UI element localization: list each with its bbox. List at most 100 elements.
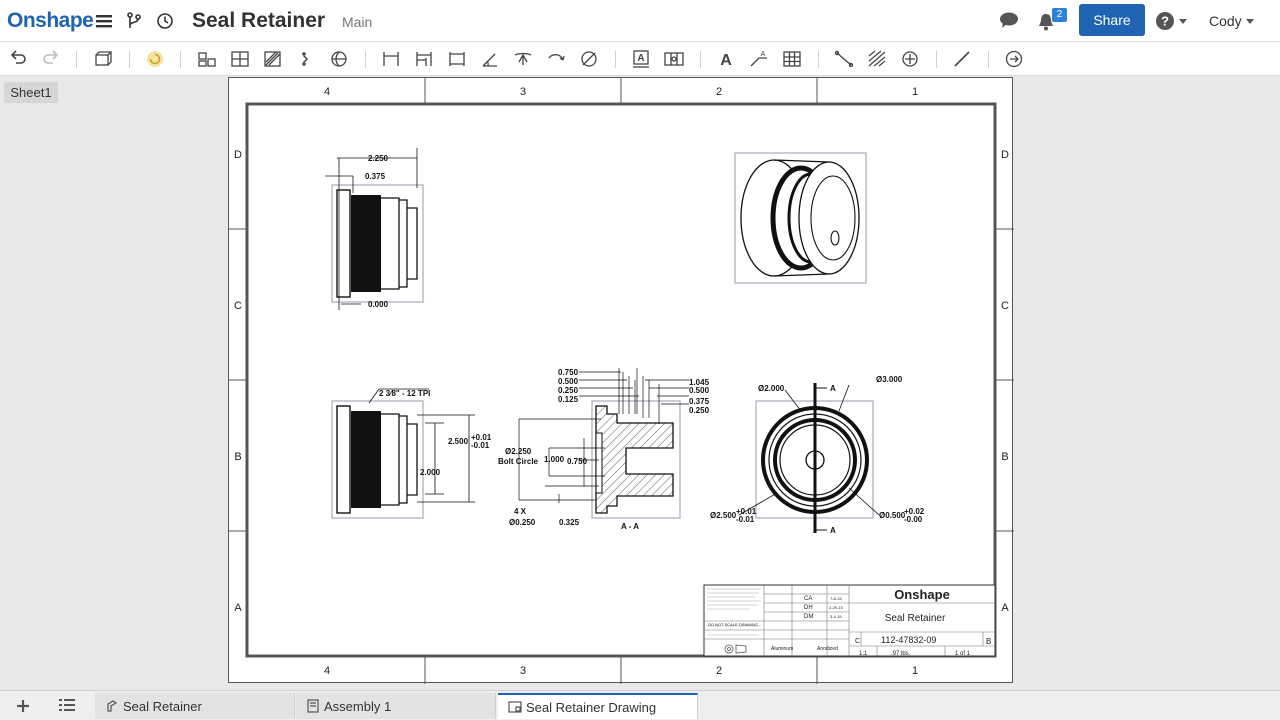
regenerate-icon[interactable]: [144, 49, 166, 69]
svg-text:A: A: [761, 51, 766, 58]
drawing-canvas: 4 3 2 1 4 3 2 1 D C B A D C B A 2.250 0.…: [229, 78, 1014, 684]
centermark-icon[interactable]: [899, 49, 921, 69]
dim-dia-0500: Ø0.500: [879, 511, 906, 520]
help-icon[interactable]: ?: [1155, 11, 1189, 31]
part-studio-icon: [107, 700, 118, 712]
title-block-drawn: CA: [804, 596, 812, 602]
svg-text:A: A: [637, 53, 644, 64]
svg-text:A: A: [720, 52, 732, 68]
top-bar: Onshape Seal Retainer Main 2 Share ? Cod…: [0, 0, 1280, 42]
toolbar-separator: [818, 51, 819, 68]
zone-label-top-2: 2: [716, 86, 722, 98]
zone-label-left-b: B: [234, 451, 241, 463]
chevron-down-icon: [1245, 18, 1254, 24]
front-view[interactable]: 2 3⁄8" - 12 TPI 2.500 +0.01 -0.01 2.000: [331, 388, 492, 519]
zone-label-right-c: C: [1001, 300, 1009, 312]
title-block-checked: DH: [804, 605, 813, 611]
dim-0375-right: 0.375: [689, 397, 710, 406]
zone-label-bottom-1: 1: [912, 665, 918, 677]
tab-assembly[interactable]: Assembly 1: [296, 693, 496, 719]
callout-icon[interactable]: A: [748, 49, 770, 69]
title-block-size: C: [855, 638, 860, 645]
add-tab-plus-icon[interactable]: [12, 696, 34, 716]
chevron-down-icon: [1179, 18, 1187, 24]
side-view-top[interactable]: 2.250 0.375 0.000: [325, 148, 424, 310]
tol-minus-2500: -0.01: [736, 515, 755, 524]
share-button[interactable]: Share: [1079, 4, 1145, 36]
user-name: Cody: [1209, 13, 1242, 29]
bottom-tab-bar: Seal Retainer Assembly 1 Seal Retainer D…: [0, 690, 1280, 720]
zone-label-bottom-2: 2: [716, 665, 722, 677]
tab-list-icon[interactable]: [58, 697, 80, 715]
dim-dia-3000: Ø3.000: [876, 375, 903, 384]
dim-0750-inner: 0.750: [567, 457, 588, 466]
dim-0500-left: 0.500: [558, 377, 579, 386]
break-view-icon[interactable]: [295, 49, 317, 69]
diameter-dimension-icon[interactable]: [578, 49, 600, 69]
toolbar-separator: [129, 51, 130, 68]
history-clock-icon[interactable]: [156, 11, 176, 31]
undo-icon[interactable]: [7, 49, 29, 69]
title-block-weight: .97 lbs.: [891, 651, 911, 657]
toolbar-separator: [180, 51, 181, 68]
export-icon[interactable]: [1003, 49, 1025, 69]
zone-label-left-c: C: [234, 300, 242, 312]
comments-icon[interactable]: [999, 10, 1021, 30]
radius-dimension-icon[interactable]: [512, 49, 534, 69]
tab-label: Seal Retainer Drawing: [526, 699, 657, 715]
angular-dimension-icon[interactable]: [479, 49, 501, 69]
isometric-view[interactable]: [734, 152, 867, 284]
text-icon[interactable]: A: [715, 49, 737, 69]
dim-0325: 0.325: [559, 518, 580, 527]
versions-branch-icon[interactable]: [126, 11, 144, 31]
assembly-icon: [307, 699, 319, 713]
tab-part-studio[interactable]: Seal Retainer: [95, 693, 295, 719]
section-view-a-a[interactable]: 0.750 0.500 0.250 0.125 1.045 0.500 0.37…: [498, 368, 710, 531]
ordinate-dimension-icon[interactable]: [446, 49, 468, 69]
workspace-name[interactable]: Main: [342, 14, 373, 30]
sheet-tab[interactable]: Sheet1: [4, 82, 58, 103]
hatch-icon[interactable]: [866, 49, 888, 69]
sketch-line-icon[interactable]: [951, 49, 973, 69]
insert-view-icon[interactable]: [196, 49, 218, 69]
dim-bolt-circle: Ø2.250: [505, 447, 532, 456]
baseline-dimension-icon[interactable]: [413, 49, 435, 69]
onshape-logo[interactable]: Onshape: [7, 9, 94, 32]
section-view-icon[interactable]: [262, 49, 284, 69]
datum-icon[interactable]: [663, 49, 685, 69]
arc-length-dimension-icon[interactable]: [545, 49, 567, 69]
linear-dimension-icon[interactable]: [380, 49, 402, 69]
redo-icon[interactable]: [40, 49, 62, 69]
drawing-sheet[interactable]: 4 3 2 1 4 3 2 1 D C B A D C B A 2.250 0.…: [228, 77, 1014, 684]
title-block-scale: 1:1: [859, 651, 868, 657]
section-marker-bottom: A: [830, 526, 836, 535]
tol-plus-0500: +0.02: [904, 507, 925, 516]
line-icon[interactable]: [833, 49, 855, 69]
dim-dia-2500: Ø2.500: [710, 511, 737, 520]
toolbar-separator: [936, 51, 937, 68]
toolbar-separator: [365, 51, 366, 68]
dim-2500: 2.500: [448, 437, 469, 446]
note-icon[interactable]: A: [630, 49, 652, 69]
tab-label: Assembly 1: [324, 698, 392, 714]
menu-icon[interactable]: [95, 11, 115, 31]
title-block-approved: DM: [804, 614, 813, 620]
title-block-finish: Anodized: [817, 646, 838, 652]
projected-view-icon[interactable]: [229, 49, 251, 69]
notifications-bell-icon[interactable]: 2: [1036, 8, 1070, 32]
title-block-note: DO NOT SCALE DRAWING: [708, 622, 758, 627]
thread-callout: 2 3⁄8" - 12 TPI: [379, 389, 430, 398]
title-block[interactable]: Onshape Seal Retainer C 112-47832-09 B 1…: [703, 584, 996, 657]
view-cube-icon[interactable]: [92, 49, 114, 69]
user-menu[interactable]: Cody: [1209, 11, 1254, 31]
document-title[interactable]: Seal Retainer: [192, 9, 326, 32]
table-icon[interactable]: [781, 49, 803, 69]
end-view[interactable]: A A Ø2.000 Ø3.000 Ø2.500 +0.01 -0.01 Ø0.…: [710, 375, 925, 535]
notification-count-badge: 2: [1052, 8, 1067, 22]
dim-0500-right: 0.500: [689, 386, 710, 395]
hole-diameter: Ø0.250: [509, 518, 536, 527]
tab-drawing[interactable]: Seal Retainer Drawing: [498, 693, 698, 719]
title-block-date-1: 7-8-15: [830, 596, 842, 601]
tol-minus: -0.01: [471, 441, 490, 450]
rotate-view-icon[interactable]: [328, 49, 350, 69]
